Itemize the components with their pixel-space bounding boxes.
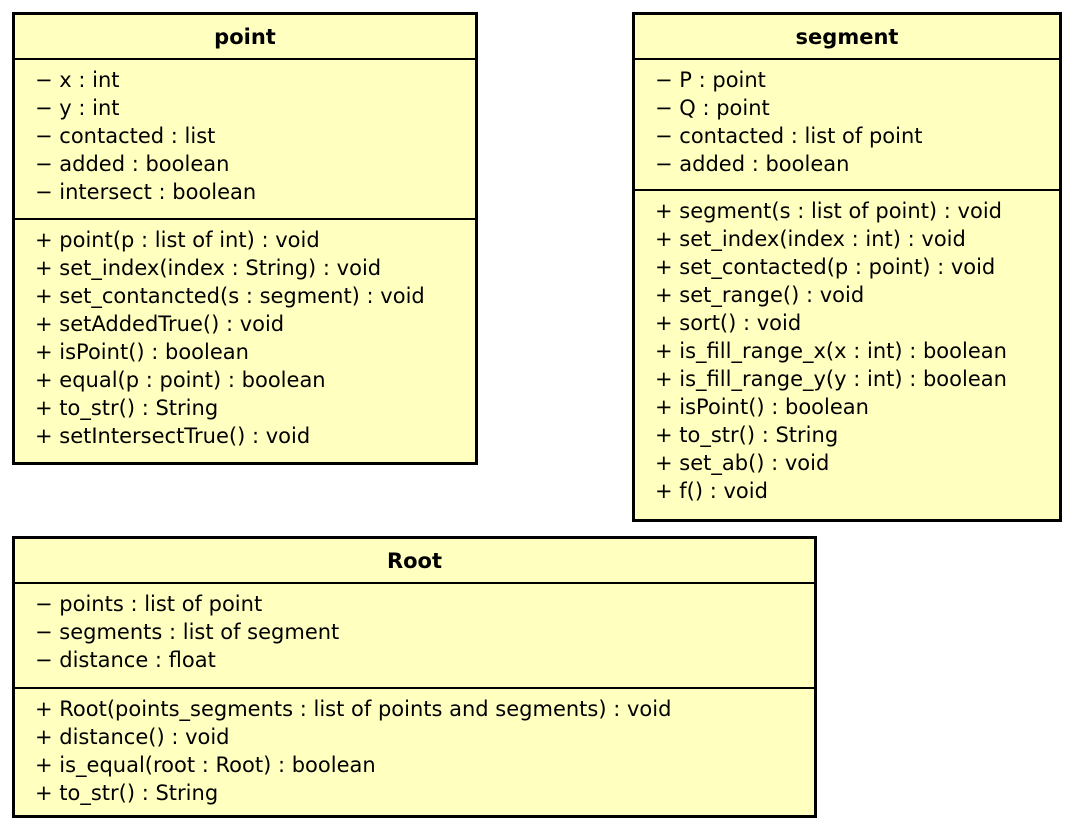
attributes-section: − points : list of point − segments : li… bbox=[15, 584, 814, 687]
method: + Root(points_segments : list of points … bbox=[35, 697, 672, 721]
attribute: − distance : float bbox=[35, 648, 216, 672]
attributes-section: − x : int − y : int − contacted : list −… bbox=[15, 60, 475, 218]
attribute: − y : int bbox=[35, 96, 120, 120]
method: + is_fill_range_y(y : int) : boolean bbox=[655, 367, 1007, 391]
class-point: point − x : int − y : int − contacted : … bbox=[12, 12, 478, 465]
methods-section: + segment(s : list of point) : void + se… bbox=[635, 189, 1059, 511]
method: + set_contacted(p : point) : void bbox=[655, 255, 996, 279]
method: + setIntersectTrue() : void bbox=[35, 424, 311, 448]
attribute: − added : boolean bbox=[655, 152, 850, 176]
attribute: − contacted : list of point bbox=[655, 124, 923, 148]
class-name: segment bbox=[635, 15, 1059, 60]
method: + to_str() : String bbox=[35, 781, 219, 805]
class-name: point bbox=[15, 15, 475, 60]
methods-section: + point(p : list of int) : void + set_in… bbox=[15, 218, 475, 456]
methods-section: + Root(points_segments : list of points … bbox=[15, 687, 814, 813]
method: + is_equal(root : Root) : boolean bbox=[35, 753, 376, 777]
attribute: − segments : list of segment bbox=[35, 620, 340, 644]
method: + segment(s : list of point) : void bbox=[655, 199, 1002, 223]
method: + distance() : void bbox=[35, 725, 230, 749]
class-segment: segment − P : point − Q : point − contac… bbox=[632, 12, 1062, 522]
method: + isPoint() : boolean bbox=[655, 395, 869, 419]
method: + isPoint() : boolean bbox=[35, 340, 249, 364]
attribute: − contacted : list bbox=[35, 124, 216, 148]
method: + f() : void bbox=[655, 479, 768, 503]
attributes-section: − P : point − Q : point − contacted : li… bbox=[635, 60, 1059, 189]
method: + set_index(index : int) : void bbox=[655, 227, 966, 251]
method: + set_ab() : void bbox=[655, 451, 830, 475]
attribute: − intersect : boolean bbox=[35, 180, 257, 204]
attribute: − Q : point bbox=[655, 96, 770, 120]
method: + to_str() : String bbox=[655, 423, 839, 447]
class-root: Root − points : list of point − segments… bbox=[12, 536, 817, 818]
class-name: Root bbox=[15, 539, 814, 584]
method: + sort() : void bbox=[655, 311, 802, 335]
method: + to_str() : String bbox=[35, 396, 219, 420]
attribute: − x : int bbox=[35, 68, 120, 92]
attribute: − added : boolean bbox=[35, 152, 230, 176]
attribute: − points : list of point bbox=[35, 592, 263, 616]
method: + set_range() : void bbox=[655, 283, 865, 307]
method: + is_fill_range_x(x : int) : boolean bbox=[655, 339, 1007, 363]
method: + point(p : list of int) : void bbox=[35, 228, 320, 252]
method: + set_index(index : String) : void bbox=[35, 256, 382, 280]
method: + setAddedTrue() : void bbox=[35, 312, 285, 336]
method: + set_contancted(s : segment) : void bbox=[35, 284, 425, 308]
method: + equal(p : point) : boolean bbox=[35, 368, 326, 392]
attribute: − P : point bbox=[655, 68, 766, 92]
